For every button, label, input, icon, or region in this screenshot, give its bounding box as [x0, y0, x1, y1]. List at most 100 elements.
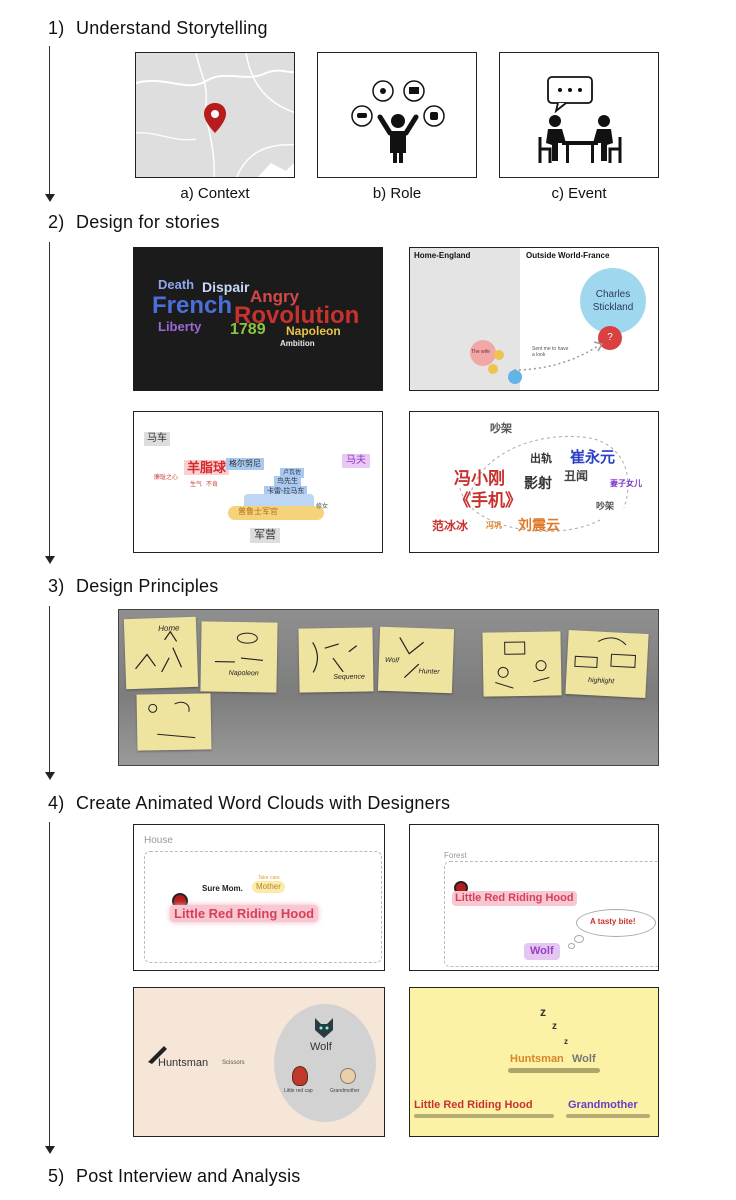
note-text: Home	[157, 623, 180, 634]
mother-label: Mother	[252, 881, 285, 893]
sticky-note: highlight	[565, 629, 649, 699]
cloud-word: 影射	[524, 475, 552, 491]
context-caption: a) Context	[180, 185, 250, 202]
sketch-icon	[312, 642, 358, 673]
cloud-word: 生气	[190, 482, 203, 488]
grandmother-avatar	[340, 1068, 356, 1084]
context-panel	[135, 52, 295, 178]
step-5-title: 5)Post Interview and Analysis	[48, 1166, 301, 1187]
speech-bubble	[576, 909, 656, 937]
cloud-word: Angry	[250, 287, 300, 306]
cloud-arcs	[459, 435, 629, 532]
dialogue-line: Sure Mom.	[202, 884, 243, 893]
cloud-word: 马夫	[342, 454, 370, 468]
huntsman-word: Huntsman	[510, 1053, 564, 1065]
wolf-word: Wolf	[524, 943, 560, 960]
cloud-word: 崔永元	[570, 449, 616, 466]
grandmother-label: Grandmother	[330, 1088, 360, 1094]
home-region	[410, 248, 520, 390]
phone-cloud: 吵架 出轨 崔永元 冯小刚 影射 丑闻 《手机》 妻子女儿 吵架 范冰冰 冯巩 …	[409, 411, 659, 553]
wolf-word: Wolf	[310, 1041, 332, 1053]
sticky-note	[482, 631, 562, 697]
england-france-scene: Home-England Outside World-France Charle…	[409, 247, 659, 391]
cloud-word: 羊脂球	[184, 460, 230, 475]
arrow-note: Sent me to have a look	[532, 346, 569, 358]
grandmother-word: Grandmother	[568, 1099, 638, 1111]
flow-arrow-icon	[45, 1146, 55, 1154]
flow-line	[49, 606, 50, 774]
shadow-smear	[414, 1114, 554, 1118]
flow-line	[49, 46, 50, 196]
note-text: Hunter	[418, 668, 440, 676]
wolf-word: Wolf	[572, 1053, 596, 1065]
conversation-icon	[538, 76, 622, 163]
cloud-word: 出轨	[530, 453, 552, 465]
cloud-word: 妻子女儿	[610, 479, 642, 488]
cloud-word: 丑闻	[564, 469, 589, 483]
house-scene: House Take care Sure Mom. Mother Little …	[133, 824, 385, 971]
step-number: 3)	[48, 576, 65, 596]
sketch-icon	[148, 701, 196, 739]
step-label: Design Principles	[76, 576, 219, 596]
cloud-word: 鸟先生	[274, 476, 301, 487]
small-caption: Take care	[258, 875, 280, 881]
cloud-word: 刘震云	[518, 517, 560, 533]
huntsman-word: Huntsman	[158, 1057, 209, 1069]
cloud-word: 冯巩	[486, 521, 502, 530]
scene-location: Forest	[444, 851, 467, 860]
sticky-note: Home	[123, 616, 199, 690]
step-4-title: 4) Create Animated Word Clouds with Desig…	[48, 793, 450, 814]
cloud-word: 廉耻之心	[154, 475, 179, 481]
sleep-z: z	[552, 1021, 557, 1032]
note-text: Wolf	[384, 656, 400, 665]
scene-location: House	[144, 835, 173, 846]
sticky-note: Sequence	[298, 627, 374, 693]
speech-text: A tasty bite!	[590, 917, 636, 926]
sticky-note: Napoleon	[200, 621, 278, 693]
step-label: Design for stories	[76, 212, 220, 232]
wife-bubble	[470, 340, 496, 366]
wolf-head-icon	[315, 1018, 333, 1038]
cloud-word: 范冰冰	[432, 519, 469, 533]
role-panel	[317, 52, 477, 178]
scene-frame	[144, 851, 382, 963]
design-principles-photo: Home Napoleon Sequence Wolf Hunter highl…	[118, 609, 659, 766]
small-bubble	[508, 370, 522, 384]
flow-arrow-icon	[45, 194, 55, 202]
cloud-word: 普鲁士军官	[238, 507, 278, 516]
cloud-word: 冯小刚	[454, 469, 505, 488]
note-text: highlight	[587, 677, 615, 686]
huntsman-scene: Huntsman Scissors Wolf Little red cap Gr…	[133, 987, 385, 1137]
outside-label: Outside World-France	[526, 251, 610, 260]
cloud-word: 《手机》	[454, 491, 522, 510]
cloud-word: Death	[158, 277, 195, 292]
scissors-word: Scissors	[222, 1060, 245, 1066]
cloud-word: 1789	[230, 321, 266, 338]
cloud-word: 吵架	[490, 423, 512, 435]
step-number: 4)	[48, 793, 65, 813]
cloud-word: 不肯	[206, 482, 219, 488]
cloud-word: 军营	[250, 528, 280, 543]
sketch-icon	[214, 632, 264, 663]
cloud-word: 吵架	[596, 501, 615, 511]
sticky-note: Wolf Hunter	[377, 626, 455, 694]
shadow-smear	[508, 1068, 600, 1073]
step-number: 5)	[48, 1166, 65, 1186]
sketch-icon	[574, 637, 637, 668]
cloud-word: Rovolution	[234, 302, 360, 329]
small-bubble	[488, 364, 498, 374]
french-revolution-cloud: Death Dispair Angry French Rovolution Li…	[133, 247, 383, 391]
speech-dot	[568, 943, 575, 949]
question-mark: ?	[607, 332, 613, 343]
event-panel	[499, 52, 659, 178]
sketch-icon	[399, 637, 424, 679]
speech-dot	[574, 935, 584, 943]
scene-frame	[444, 861, 658, 967]
wife-label: The wife	[471, 349, 490, 355]
carriage-cloud: 马车 羊脂球 格尔努尼 马夫 卢瓦佐 鸟先生 卡雷-拉马东 普鲁士军官 军营 生…	[133, 411, 383, 553]
step-label: Create Animated Word Clouds with Designe…	[76, 793, 451, 813]
note-text: Napoleon	[228, 669, 259, 678]
map-pin-icon	[204, 103, 226, 133]
shadow-smear	[566, 1114, 650, 1118]
cloud-word: 格尔努尼	[226, 458, 264, 470]
